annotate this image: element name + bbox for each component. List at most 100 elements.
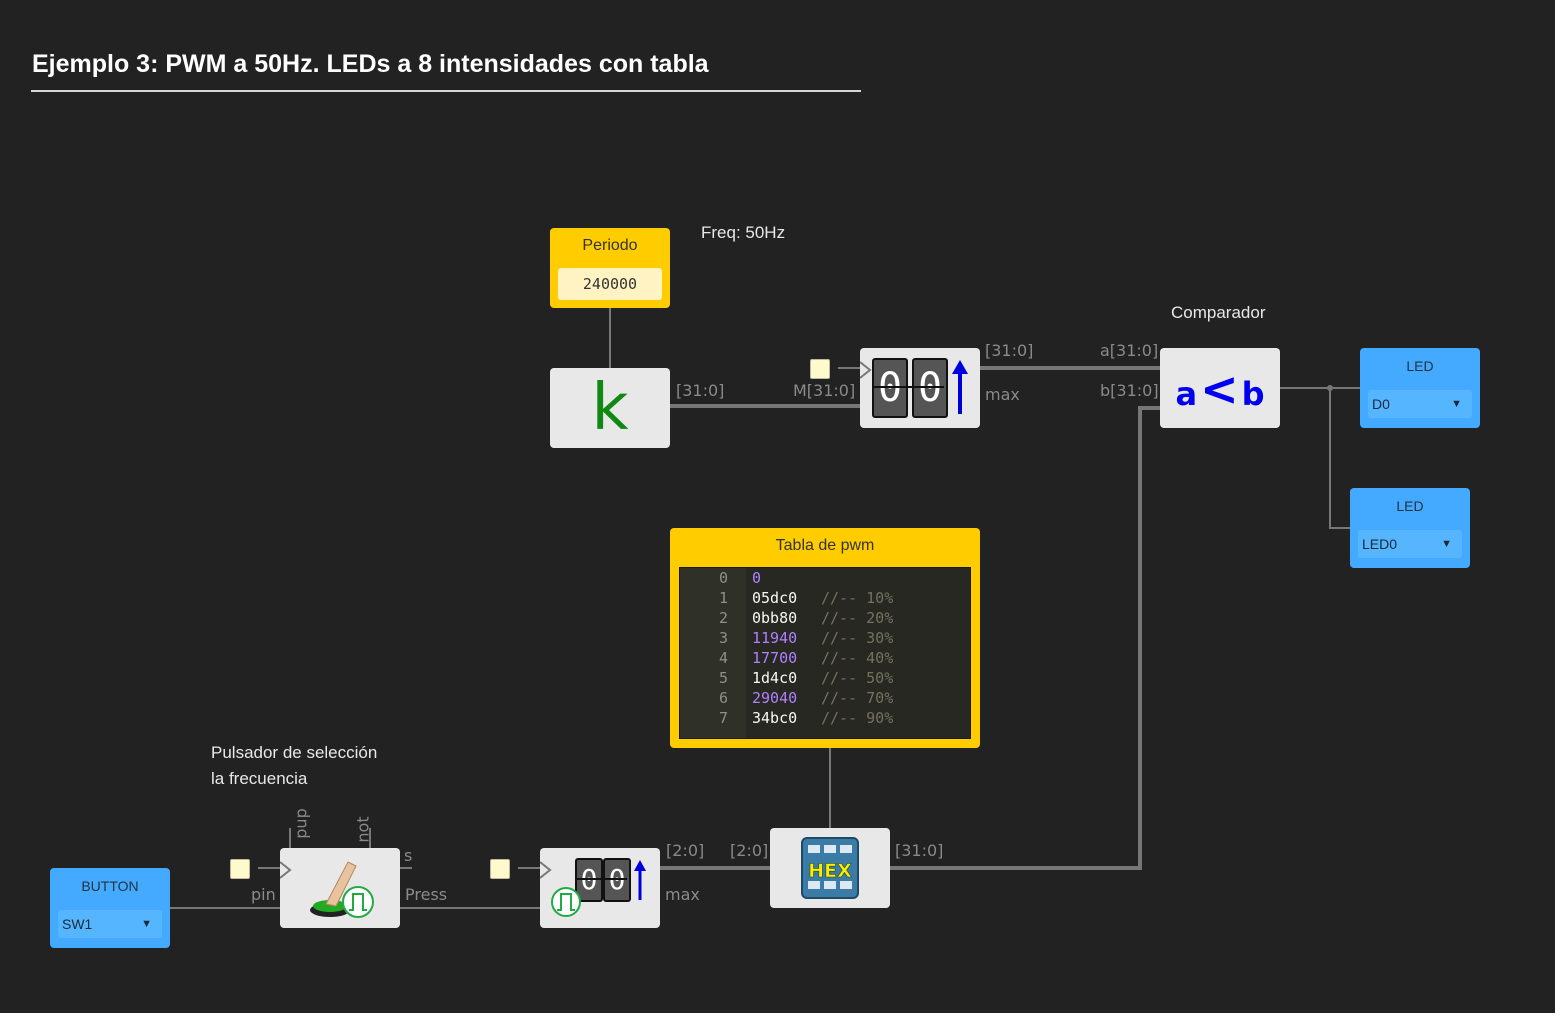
wire-junction bbox=[1327, 385, 1333, 391]
led-d0-header: LED bbox=[1406, 358, 1434, 374]
counter-digit-2: 0 bbox=[912, 358, 948, 418]
line-number: 6 bbox=[718, 689, 728, 707]
table-comment: //-- 40% bbox=[821, 649, 894, 667]
table-value: 34bc0 bbox=[752, 709, 798, 727]
table-value: 17700 bbox=[752, 649, 798, 667]
debouncer-press-label: Press bbox=[405, 885, 448, 904]
wire-rom-comparator bbox=[890, 406, 1160, 870]
hex-memory-icon: HEX bbox=[801, 837, 859, 899]
dropdown-arrow-icon: ▼ bbox=[141, 918, 152, 930]
comment-pulsador-line1: Pulsador de selección bbox=[211, 743, 378, 762]
table-row[interactable]: 5 1d4c0 //-- 50% bbox=[680, 668, 970, 688]
table-value: 29040 bbox=[752, 689, 798, 707]
counter-main-block[interactable]: 0 0 bbox=[860, 348, 980, 428]
led-led0-pin-select[interactable]: LED0 ▼ bbox=[1358, 530, 1462, 558]
counter-digit-1: 0 bbox=[872, 358, 908, 418]
dropdown-arrow-icon: ▼ bbox=[1451, 398, 1462, 410]
comparator-input-a-label: a[31:0] bbox=[1100, 341, 1159, 360]
button-header: BUTTON bbox=[81, 878, 139, 894]
up-arrow-icon bbox=[952, 360, 968, 414]
led-d0-block[interactable]: LED D0 ▼ bbox=[1360, 348, 1480, 428]
rom-input-label: [2:0] bbox=[730, 841, 769, 860]
clock-input-counter-main[interactable] bbox=[810, 359, 830, 379]
constant-k-block[interactable]: k bbox=[550, 368, 670, 448]
clock-input-debouncer[interactable] bbox=[230, 859, 250, 879]
editor-gutter bbox=[680, 568, 746, 738]
table-comment: //-- 10% bbox=[821, 589, 894, 607]
wire-comparator-led-led0 bbox=[1329, 388, 1350, 529]
table-comment: //-- 50% bbox=[821, 669, 894, 687]
pushbutton-icon bbox=[310, 861, 374, 918]
counter-main-max-label: max bbox=[985, 385, 1020, 404]
counter-main-output-label: [31:0] bbox=[985, 341, 1034, 360]
led-d0-pin-value: D0 bbox=[1372, 396, 1390, 412]
led-led0-block[interactable]: LED LED0 ▼ bbox=[1350, 488, 1470, 568]
table-value: 0bb80 bbox=[752, 609, 798, 627]
debouncer-block[interactable] bbox=[280, 848, 400, 928]
line-number: 5 bbox=[718, 669, 728, 687]
comparator-block[interactable]: a<b bbox=[1160, 348, 1280, 428]
hex-icon-text: HEX bbox=[808, 860, 852, 882]
comparator-symbol: a<b bbox=[1160, 362, 1280, 416]
table-row[interactable]: 6 29040 //-- 70% bbox=[680, 688, 970, 708]
periodo-constant-block[interactable]: Periodo 240000 bbox=[550, 228, 670, 308]
debouncer-not-label: not bbox=[353, 816, 373, 843]
debouncer-pin-label: pin bbox=[251, 885, 276, 904]
comparator-input-b-label: b[31:0] bbox=[1100, 381, 1159, 400]
k-output-label: [31:0] bbox=[676, 381, 725, 400]
rom-output-label: [31:0] bbox=[895, 841, 944, 860]
comparator-b-text: b bbox=[1241, 375, 1265, 413]
counter-sel-output-label: [2:0] bbox=[666, 841, 705, 860]
digit-split-line bbox=[575, 878, 627, 880]
button-pin-value: SW1 bbox=[62, 916, 93, 932]
page-title: Ejemplo 3: PWM a 50Hz. LEDs a 8 intensid… bbox=[32, 50, 709, 78]
comment-pulsador-line2: la frecuencia bbox=[211, 769, 308, 788]
table-value: 1d4c0 bbox=[752, 669, 798, 687]
clock-input-counter-sel[interactable] bbox=[490, 859, 510, 879]
pwm-table-label: Tabla de pwm bbox=[775, 537, 875, 554]
led-led0-header: LED bbox=[1396, 498, 1424, 514]
line-number: 3 bbox=[718, 629, 728, 647]
title-underline bbox=[31, 90, 861, 92]
line-number: 1 bbox=[718, 589, 728, 607]
button-pin-select[interactable]: SW1 ▼ bbox=[58, 910, 162, 938]
digit-split-line bbox=[872, 386, 944, 388]
line-number: 7 bbox=[718, 709, 728, 727]
counter-main-input-label: M[31:0] bbox=[793, 381, 856, 400]
table-comment: //-- 70% bbox=[821, 689, 894, 707]
dropdown-arrow-icon: ▼ bbox=[1441, 538, 1452, 550]
k-icon: k bbox=[591, 371, 629, 445]
rom-block[interactable]: HEX bbox=[770, 828, 890, 908]
table-row[interactable]: 1 05dc0 //-- 10% bbox=[680, 588, 970, 608]
less-than-icon: < bbox=[1200, 362, 1239, 416]
table-value: 0 bbox=[752, 569, 762, 587]
button-sw1-block[interactable]: BUTTON SW1 ▼ bbox=[50, 868, 170, 948]
counter-sel-block[interactable]: 0 0 bbox=[540, 848, 660, 928]
led-led0-pin-value: LED0 bbox=[1362, 536, 1398, 552]
comment-comparador: Comparador bbox=[1171, 303, 1266, 322]
periodo-label: Periodo bbox=[582, 237, 638, 254]
table-comment: //-- 30% bbox=[821, 629, 894, 647]
table-value: 05dc0 bbox=[752, 589, 798, 607]
comparator-a-text: a bbox=[1175, 375, 1198, 413]
led-d0-pin-select[interactable]: D0 ▼ bbox=[1368, 390, 1472, 418]
table-comment: //-- 20% bbox=[821, 609, 894, 627]
periodo-value-input[interactable]: 240000 bbox=[558, 268, 662, 300]
counter-sel-max-label: max bbox=[665, 885, 700, 904]
clock-triangle-icon bbox=[280, 861, 292, 879]
up-arrow-icon bbox=[634, 860, 646, 900]
debouncer-s-label: s bbox=[404, 846, 413, 865]
clock-triangle-icon bbox=[540, 861, 552, 879]
clock-triangle-icon bbox=[860, 361, 872, 379]
debouncer-pup-label: pup bbox=[291, 808, 311, 839]
counter-sel-digit-2: 0 bbox=[603, 858, 631, 902]
